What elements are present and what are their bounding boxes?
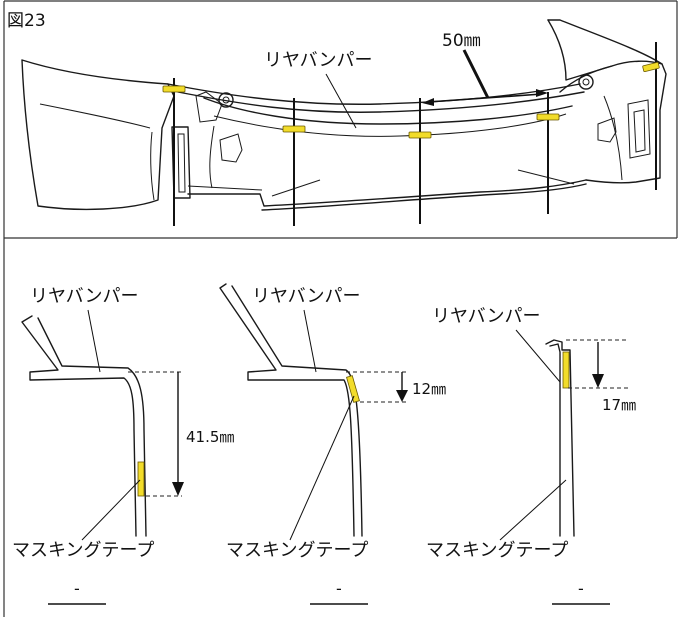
top-dimension-label: 50㎜: [442, 31, 481, 51]
section-1-caption: -: [74, 579, 80, 598]
section-2-bumper-label: リヤバンパー: [252, 286, 361, 307]
section-1-bumper-label: リヤバンパー: [30, 286, 139, 307]
figure-number: 図23: [7, 11, 46, 31]
top-bumper-label: リヤバンパー: [264, 50, 373, 71]
section-3-bumper-label: リヤバンパー: [432, 306, 541, 327]
cross-section-2: リヤバンパー 12㎜ マスキングテープ -: [219, 283, 446, 605]
section-3-caption: -: [578, 579, 584, 598]
section-2-caption: -: [336, 579, 342, 598]
cross-section-3: リヤバンパー 17㎜ マスキングテープ -: [426, 306, 636, 605]
section-3-tape-label: マスキングテープ: [426, 540, 568, 561]
section-2-dimension: 12㎜: [412, 380, 446, 398]
cross-section-1: リヤバンパー 41.5㎜ マスキングテープ -: [12, 286, 234, 605]
section-2-tape-label: マスキングテープ: [226, 540, 368, 561]
figure-frame: [3, 0, 678, 617]
section-1-dimension: 41.5㎜: [186, 428, 234, 446]
section-3-dimension: 17㎜: [602, 396, 636, 414]
section-1-tape-label: マスキングテープ: [12, 540, 154, 561]
masking-tape-markers: [162, 61, 660, 139]
bumper-overview: 50㎜ リヤバンパー: [21, 19, 667, 226]
dimension-50mm: [422, 49, 548, 106]
